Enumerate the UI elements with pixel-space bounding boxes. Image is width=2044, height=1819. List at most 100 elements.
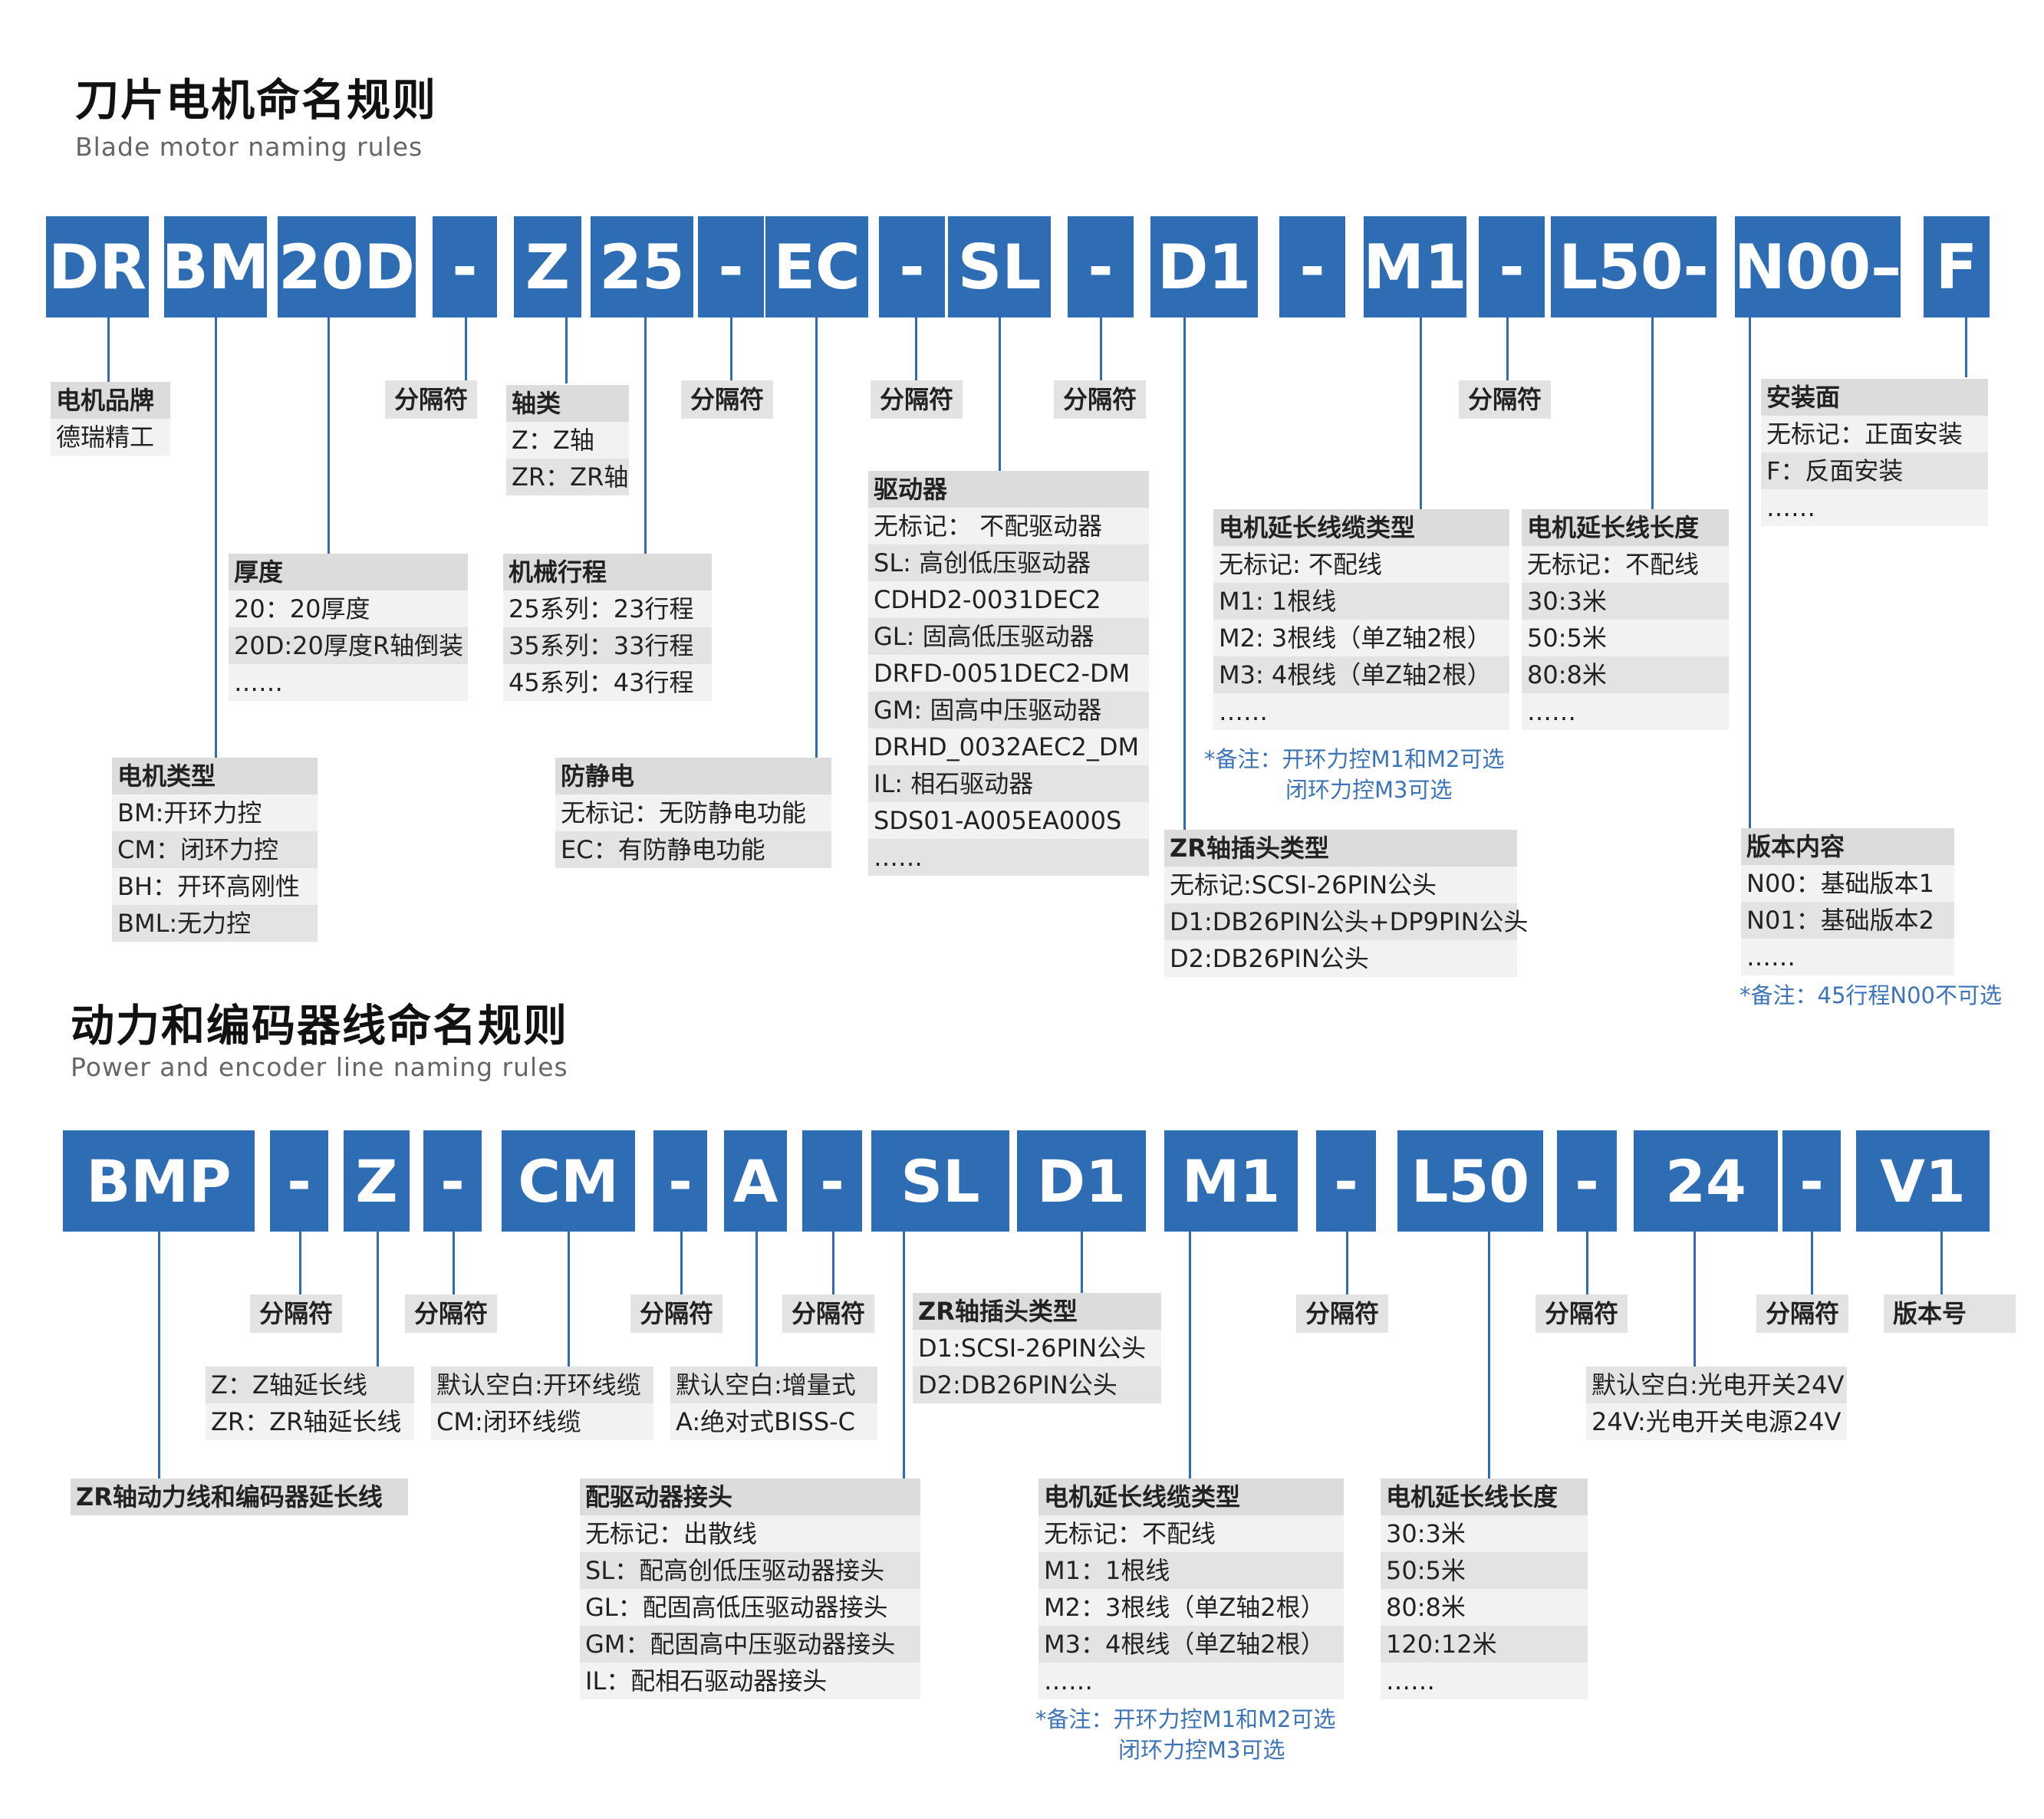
ext-length-item: …… xyxy=(1381,1663,1588,1699)
connector-line xyxy=(1081,1232,1083,1298)
code-segment: DR xyxy=(46,216,149,317)
antistatic-box: 防静电 无标记：无防静电功能 EC：有防静电功能 xyxy=(555,758,831,868)
driver-item: GL: 固高低压驱动器 xyxy=(868,618,1149,655)
connector-line xyxy=(1183,317,1186,831)
separator-tag: 分隔符 xyxy=(782,1294,875,1333)
code-segment: BM xyxy=(162,216,269,317)
connector-line xyxy=(377,1232,379,1370)
code-segment: F xyxy=(1924,216,1990,317)
mount-title: 安装面 xyxy=(1761,379,1988,416)
zr-ext-box: ZR轴动力线和编码器延长线 xyxy=(71,1479,408,1515)
connector-line xyxy=(730,317,732,383)
separator-tag: 分隔符 xyxy=(1296,1294,1389,1333)
ext-cable-type-title: 电机延长线缆类型 xyxy=(1038,1479,1344,1515)
code-segment: 25 xyxy=(591,216,693,317)
code-segment: CM xyxy=(502,1130,635,1232)
version-title: 版本内容 xyxy=(1741,828,1954,865)
driver-plug-item: 无标记：出散线 xyxy=(580,1515,920,1552)
code-segment: N00– xyxy=(1734,216,1901,317)
section1-title: 刀片电机命名规则 xyxy=(75,75,437,126)
code-segment: L50- xyxy=(1551,216,1716,317)
zr-plug-item: D1:DB26PIN公头+DP9PIN公头 xyxy=(1164,903,1529,940)
zr-plug-item: D1:SCSI-26PIN公头 xyxy=(913,1330,1161,1367)
ext-cable-type-box: 电机延长线缆类型 无标记: 不配线 M1: 1根线 M2: 3根线（单Z轴2根）… xyxy=(1213,509,1509,730)
brand-item: 德瑞精工 xyxy=(51,419,170,456)
axis-item: ZR：ZR轴 xyxy=(506,459,629,495)
antistatic-item: 无标记：无防静电功能 xyxy=(555,794,831,831)
sensor-item: 默认空白:光电开关24V xyxy=(1586,1367,1847,1403)
antistatic-title: 防静电 xyxy=(555,758,831,794)
stroke-title: 机械行程 xyxy=(503,554,712,590)
stroke-item: 35系列：33行程 xyxy=(503,627,712,664)
code-segment: - xyxy=(1782,1130,1841,1232)
code-segment: V1 xyxy=(1856,1130,1990,1232)
thickness-item: …… xyxy=(229,664,468,701)
mount-item: 无标记：正面安装 xyxy=(1761,416,1988,452)
ext-note-line2: 闭环力控M3可选 xyxy=(1118,1737,1285,1763)
connector-line xyxy=(1100,317,1102,383)
mount-item: F：反面安装 xyxy=(1761,452,1988,489)
mount-item: …… xyxy=(1761,489,1988,526)
driver-item: GM: 固高中压驱动器 xyxy=(868,692,1149,729)
ext-cable-type-item: 无标记: 不配线 xyxy=(1213,546,1509,583)
ext-note-line1: *备注：开环力控M1和M2可选 xyxy=(1204,746,1505,772)
driver-plug-item: IL：配相石驱动器接头 xyxy=(580,1663,920,1699)
driver-item: SDS01-A005EA000S xyxy=(868,802,1149,839)
section1-subtitle: Blade motor naming rules xyxy=(75,132,423,162)
separator-tag: 分隔符 xyxy=(871,380,963,419)
connector-line xyxy=(915,317,917,383)
ext-length-item: 30:3米 xyxy=(1522,583,1729,620)
cable-item: CM:闭环线缆 xyxy=(431,1403,653,1440)
code-segment: - xyxy=(1068,216,1134,317)
motor-type-item: BML:无力控 xyxy=(112,905,318,942)
ext-length-box-2: 电机延长线长度 30:3米 50:5米 80:8米 120:12米 …… xyxy=(1381,1479,1588,1699)
thickness-item: 20D:20厚度R轴倒装 xyxy=(229,627,468,664)
driver-plug-box: 配驱动器接头 无标记：出散线 SL：配高创低压驱动器接头 GL：配固高低压驱动器… xyxy=(580,1479,920,1699)
driver-item: SL: 高创低压驱动器 xyxy=(868,544,1149,581)
ext-cable-type-item: M2：3根线（单Z轴2根） xyxy=(1038,1589,1344,1626)
motor-type-box: 电机类型 BM:开环力控 CM：闭环力控 BH：开环高刚性 BML:无力控 xyxy=(112,758,318,942)
ext-note-line1: *备注：开环力控M1和M2可选 xyxy=(1035,1706,1336,1732)
brand-title: 电机品牌 xyxy=(51,382,170,419)
connector-line xyxy=(1346,1232,1348,1298)
connector-line xyxy=(832,1232,834,1298)
ext-length-title: 电机延长线长度 xyxy=(1522,509,1729,546)
sensor-item: 24V:光电开关电源24V xyxy=(1586,1403,1847,1440)
code-segment: M1 xyxy=(1363,216,1467,317)
code-segment: BMP xyxy=(63,1130,255,1232)
cable-box: 默认空白:开环线缆 CM:闭环线缆 xyxy=(431,1367,653,1440)
motor-type-item: CM：闭环力控 xyxy=(112,831,318,868)
connector-line xyxy=(299,1232,301,1298)
encoder-item: A:绝对式BISS-C xyxy=(670,1403,877,1440)
zr-plug-title: ZR轴插头类型 xyxy=(913,1293,1161,1330)
separator-tag: 分隔符 xyxy=(681,380,774,419)
code-segment: - xyxy=(1557,1130,1617,1232)
code-segment: - xyxy=(423,1130,482,1232)
axis-box-2: Z：Z轴延长线 ZR：ZR轴延长线 xyxy=(206,1367,414,1440)
separator-tag: 分隔符 xyxy=(1756,1294,1849,1333)
connector-line xyxy=(680,1232,683,1298)
motor-type-item: BH：开环高刚性 xyxy=(112,868,318,905)
zr-plug-box-2: ZR轴插头类型 D1:SCSI-26PIN公头 D2:DB26PIN公头 xyxy=(913,1293,1161,1403)
stroke-box: 机械行程 25系列：23行程 35系列：33行程 45系列：43行程 xyxy=(503,554,712,701)
code-segment: 24 xyxy=(1634,1130,1778,1232)
connector-line xyxy=(1811,1232,1813,1298)
zr-plug-item: D2:DB26PIN公头 xyxy=(913,1367,1161,1403)
connector-line xyxy=(465,317,467,383)
connector-line xyxy=(158,1232,160,1485)
driver-plug-item: GL：配固高低压驱动器接头 xyxy=(580,1589,920,1626)
zr-plug-box: ZR轴插头类型 无标记:SCSI-26PIN公头 D1:DB26PIN公头+DP… xyxy=(1164,830,1529,977)
connector-line xyxy=(999,317,1001,471)
driver-title: 驱动器 xyxy=(868,471,1149,508)
connector-line xyxy=(568,1232,570,1370)
axis-item: ZR：ZR轴延长线 xyxy=(206,1403,414,1440)
connector-line xyxy=(1506,317,1509,383)
code-segment: SL xyxy=(871,1130,1009,1232)
driver-item: 无标记： 不配驱动器 xyxy=(868,508,1149,544)
ext-length-item: …… xyxy=(1522,693,1729,730)
version-note: *备注：45行程N00不可选 xyxy=(1740,982,2002,1008)
axis-box: 轴类 Z：Z轴 ZR：ZR轴 xyxy=(506,385,629,495)
connector-line xyxy=(1189,1232,1191,1483)
code-segment: - xyxy=(879,216,945,317)
zr-plug-item: D2:DB26PIN公头 xyxy=(1164,940,1517,977)
